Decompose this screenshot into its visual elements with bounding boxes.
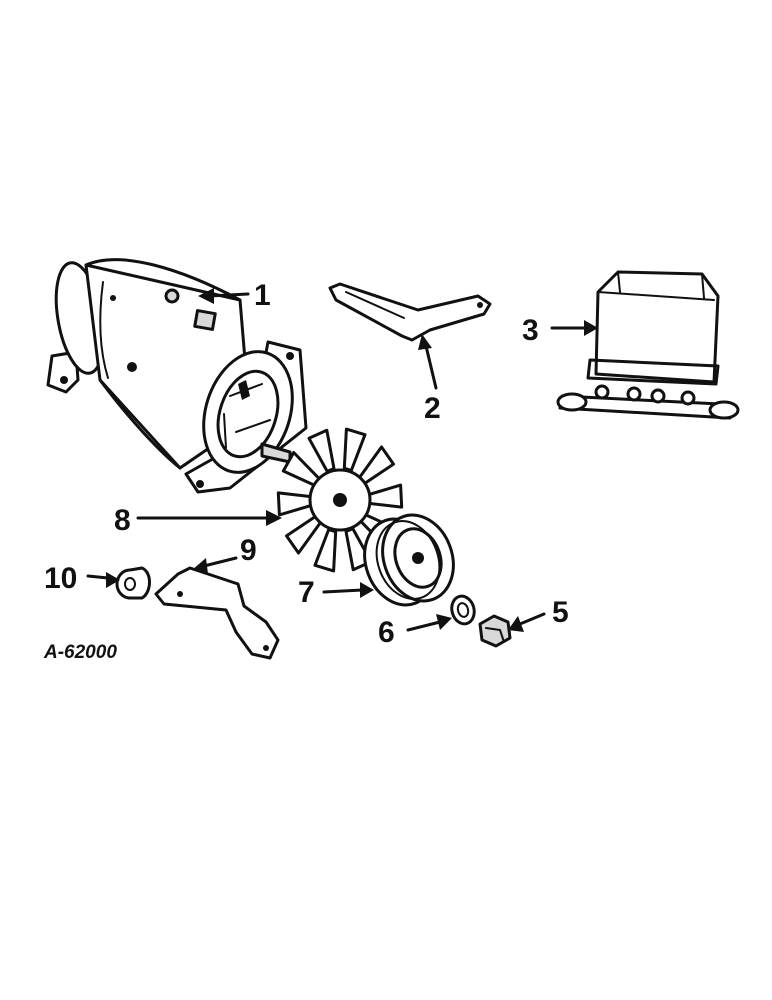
callout-1: 1 [254, 279, 271, 312]
nut-part [478, 614, 512, 648]
fan-blade [307, 428, 336, 473]
leader-arrows [86, 288, 598, 632]
callout-8: 8 [114, 504, 131, 537]
callout-9: 9 [240, 534, 257, 567]
adjusting-bracket-part [328, 282, 492, 342]
fan-blade [276, 491, 314, 517]
voltage-regulator-part [556, 270, 740, 420]
fan-blade [366, 483, 404, 509]
callout-7: 7 [298, 576, 315, 609]
generator-part [46, 258, 308, 494]
fan-blade [313, 528, 338, 573]
callout-5: 5 [552, 596, 569, 629]
fan-blade [342, 427, 367, 472]
drawing-code: A-62000 [43, 642, 117, 663]
callout-2: 2 [424, 392, 441, 425]
washer-part [450, 594, 476, 626]
spacer-part [115, 566, 151, 600]
fan-blade [358, 445, 395, 486]
callout-3: 3 [522, 314, 539, 347]
mounting-bracket-part [154, 566, 280, 660]
pulley-part [363, 513, 455, 607]
callout-6: 6 [378, 616, 395, 649]
fan-blade [285, 514, 322, 555]
callout-10: 10 [44, 562, 77, 595]
